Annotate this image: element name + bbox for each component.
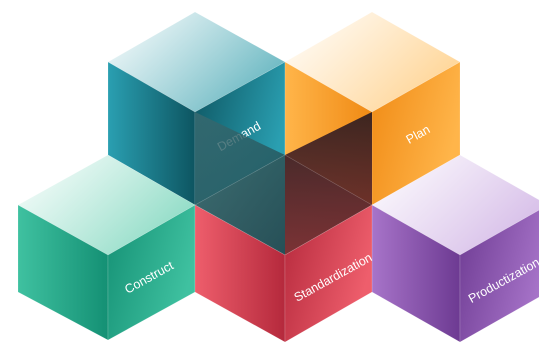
cube-productization: Productization (371, 154, 539, 343)
cube-standardization: Standardization (194, 154, 374, 343)
cube-standardization-right (284, 204, 373, 343)
cube-productization-right (459, 209, 539, 343)
cube-center-left (195, 112, 285, 255)
cube-construct: Construct (17, 154, 196, 341)
cube-center (195, 112, 372, 255)
cube-center-right (285, 112, 372, 255)
